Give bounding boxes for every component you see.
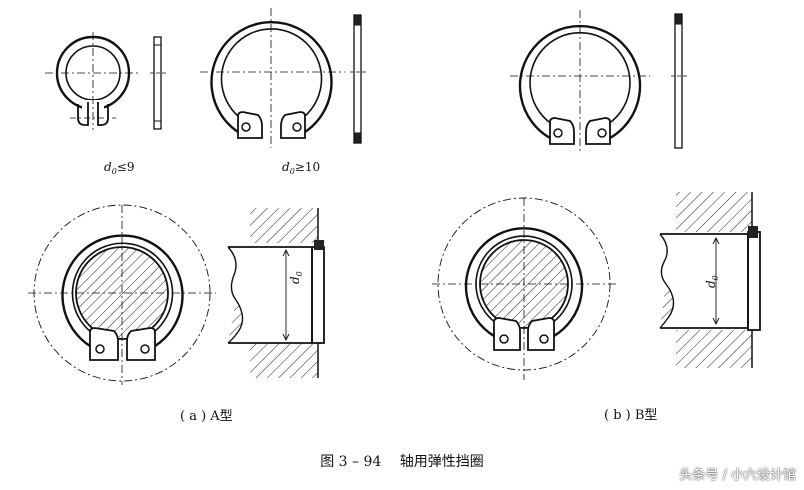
dimension-d0-b: d0 xyxy=(704,275,720,288)
small-ring-front-view xyxy=(45,32,141,130)
subcaption-a: ( a ) A型 xyxy=(180,409,233,424)
type-b-assembly-front xyxy=(432,197,616,380)
large-ring-front-view-a xyxy=(200,8,345,148)
type-b-assembly-section xyxy=(658,192,762,368)
figure-caption: 图 3 – 94 轴用弹性挡圈 xyxy=(0,451,804,471)
type-a-assembly-front xyxy=(28,204,216,385)
dimension-d0-a: d0 xyxy=(288,271,304,284)
label-d0-small: d0≤9 xyxy=(104,160,135,176)
large-ring-side-view-a xyxy=(350,14,366,144)
type-a-assembly-section xyxy=(227,208,325,378)
small-ring-side-view xyxy=(150,36,166,130)
label-d0-large: d0≥10 xyxy=(282,160,321,176)
figure-number: 图 3 – 94 xyxy=(320,454,382,470)
figure-title: 轴用弹性挡圈 xyxy=(399,454,484,470)
watermark: 头条号 / 小六设计馆 xyxy=(679,468,796,483)
large-ring-side-view-b xyxy=(671,13,687,149)
large-ring-front-view-b xyxy=(510,10,650,152)
subcaption-b: ( b ) B型 xyxy=(604,408,658,423)
